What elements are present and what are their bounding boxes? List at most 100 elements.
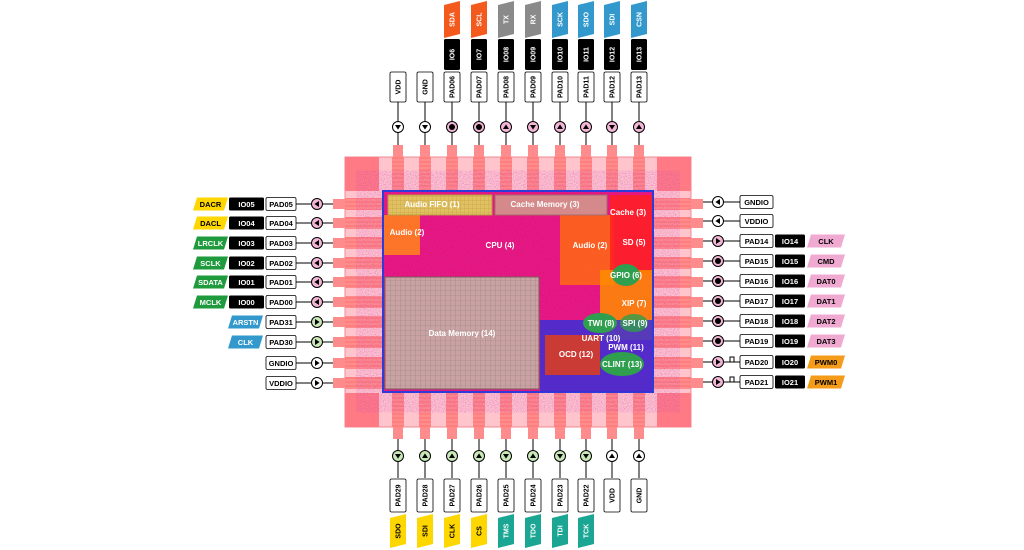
function-label: TCK [578, 514, 594, 548]
bond-pad [501, 427, 511, 439]
top-pin-pad07[interactable]: PAD07 IO7 SCL [470, 1, 488, 145]
block-label-clint: CLINT (13) [602, 360, 642, 369]
pad-label: VDDIO [265, 376, 297, 390]
io-pad-cell [446, 157, 458, 191]
function-label: SCL [471, 1, 487, 38]
triangle-left-icon [311, 237, 323, 249]
io-label-text: IO03 [238, 239, 254, 248]
io-label-text: IO17 [782, 297, 798, 306]
left-pin-gndio[interactable]: GNDIO [265, 356, 333, 370]
pad-label: PAD01 [265, 275, 297, 289]
right-pin-gndio[interactable]: GNDIO [703, 195, 774, 209]
io-label-text: IO7 [477, 49, 484, 60]
right-pin-vddio[interactable]: VDDIO [703, 214, 774, 228]
bond-pad [528, 145, 538, 157]
pad-label: PAD28 [416, 478, 434, 513]
triangle-right-icon [712, 235, 724, 247]
triangle-up-icon [580, 121, 592, 133]
io-pad-cell [419, 157, 431, 191]
io-label-text: IO10 [558, 47, 565, 62]
pad-label: PAD11 [577, 71, 595, 103]
io-pad-cell [633, 393, 645, 427]
io-label-text: IO02 [238, 259, 254, 268]
function-label: SCK [552, 1, 568, 38]
bond-pad [691, 218, 703, 228]
pad-label-text: PAD07 [477, 76, 484, 98]
triangle-up-icon [527, 450, 539, 462]
bottom-pin-vdd[interactable]: VDD [603, 439, 621, 513]
pad-label-text: PAD23 [558, 484, 565, 506]
io-label-text: IO09 [531, 47, 538, 62]
top-pin-gnd[interactable]: GND [416, 71, 434, 145]
block-label-ocd: OCD (12) [559, 350, 594, 359]
bond-pad [501, 145, 511, 157]
function-label: CLK [807, 234, 845, 248]
block-label-cache-memory: Cache Memory (3) [511, 200, 580, 209]
left-pin-vddio[interactable]: VDDIO [265, 376, 333, 390]
pad-label: GNDIO [739, 195, 774, 209]
bottom-pin-gnd[interactable]: GND [630, 439, 648, 513]
function-label: TDI [552, 514, 568, 548]
io-pad-cell [653, 296, 691, 308]
ocd-region [545, 335, 600, 375]
io-pad-cell [473, 157, 485, 191]
bond-pad [555, 145, 565, 157]
bond-pad [420, 145, 430, 157]
io-label: IO14 [775, 234, 805, 248]
function-label: TMS [498, 514, 514, 548]
io-label-text: IO11 [584, 47, 591, 62]
top-pin-vdd[interactable]: VDD [389, 71, 407, 145]
function-label-text: CS [477, 526, 484, 536]
pad-label-text: PAD04 [269, 219, 293, 228]
block-label-data-memory: Data Memory (14) [429, 329, 496, 338]
cache-memory-block [494, 194, 608, 216]
triangle-up-icon [633, 450, 645, 462]
function-label-text: SDI [423, 525, 430, 537]
function-label-text: CLK [450, 524, 457, 538]
function-label-text: DACR [200, 200, 222, 209]
triangle-up-icon [446, 450, 458, 462]
bond-pad [333, 218, 345, 228]
function-label-text: CSN [637, 12, 644, 27]
function-label: CLK [228, 335, 263, 349]
io-label: IO09 [525, 39, 541, 70]
bond-pad [555, 427, 565, 439]
function-label: SDI [417, 514, 433, 548]
function-label: SCLK [193, 256, 228, 270]
io-label-text: IO13 [637, 47, 644, 62]
function-label: SDA [444, 1, 460, 38]
io-label: IO10 [552, 39, 568, 70]
